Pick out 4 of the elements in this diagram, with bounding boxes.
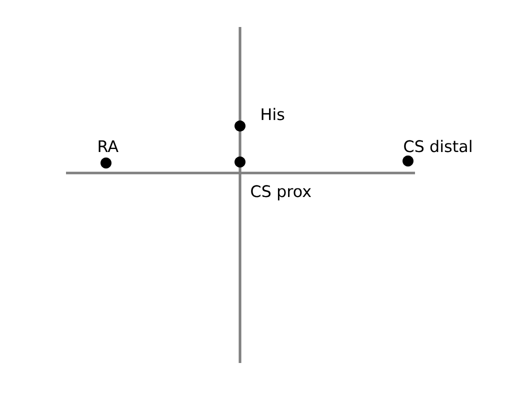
point-label: CS distal (404, 140, 472, 152)
point-label: CS prox (251, 185, 312, 200)
point-label: His (262, 108, 284, 120)
point-label: RA (98, 140, 118, 152)
